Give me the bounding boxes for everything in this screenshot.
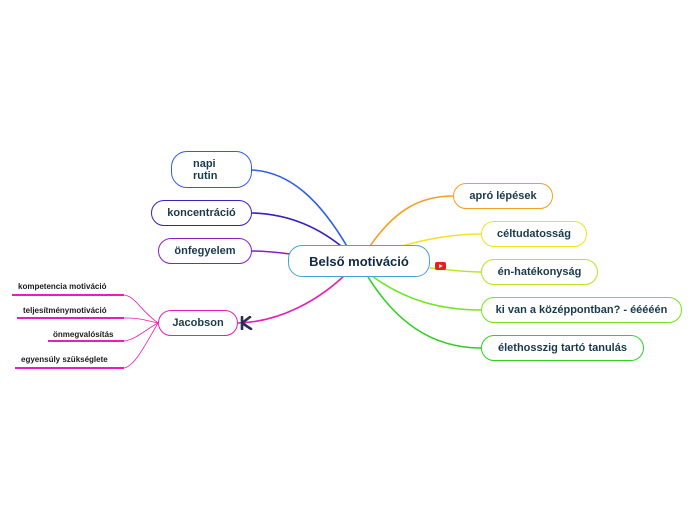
connector-teljesitmeny (123, 317, 159, 324)
subtopic-teljesitmeny-label: teljesítménymotiváció (23, 306, 107, 315)
connector-kozeppont (371, 275, 482, 311)
k-logo-icon[interactable] (240, 315, 253, 335)
topic-onfegyelem[interactable]: önfegyelem (158, 238, 252, 264)
topic-elethosszig-label: élethosszig tartó tanulás (498, 342, 627, 354)
topic-en-hatekonysag[interactable]: én-hatékonyság (481, 259, 598, 285)
connector-onfegyelem (251, 250, 291, 255)
connector-egyensuly (123, 322, 159, 369)
subtopic-onmegvalositas[interactable]: önmegvalósítás (53, 330, 113, 339)
topic-koncentracio[interactable]: koncentráció (151, 200, 252, 226)
topic-onfegyelem-label: önfegyelem (174, 245, 236, 257)
central-topic[interactable]: Belső motiváció (288, 245, 430, 277)
topic-apro-lepesek-label: apró lépések (469, 190, 537, 202)
subtopic-kompetencia-label: kompetencia motiváció (18, 282, 107, 291)
subtopic-kompetencia-motivacio[interactable]: kompetencia motiváció (18, 282, 106, 291)
topic-jacobson-label: Jacobson (172, 317, 224, 329)
topic-apro-lepesek[interactable]: apró lépések (453, 183, 553, 209)
subtopic-egyensuly-szukseglete[interactable]: egyensúly szükséglete (21, 355, 108, 364)
topic-celtudatossag[interactable]: céltudatosság (481, 221, 587, 247)
connector-elethosszig (367, 276, 482, 349)
subtopic-onmegvalositas-label: önmegvalósítás (53, 330, 114, 339)
topic-napi-rutin-line1: napi (193, 157, 216, 170)
connector-en-hatekonysag (429, 267, 482, 273)
connector-koncentracio (251, 212, 347, 251)
topic-kozeppont-label: ki van a középpontban? - ééééén (495, 304, 668, 316)
connector-celtudatossag (401, 233, 482, 247)
topic-napi-rutin-line2: rutin (193, 169, 218, 182)
topic-jacobson[interactable]: Jacobson (158, 310, 238, 336)
central-topic-label: Belső motiváció (309, 253, 409, 269)
connector-jacobson (237, 271, 349, 324)
topic-koncentracio-label: koncentráció (167, 207, 236, 219)
topic-elethosszig[interactable]: élethosszig tartó tanulás (481, 335, 644, 361)
connector-apro-lepesek (369, 195, 454, 247)
connector-kompetencia (123, 294, 159, 324)
topic-celtudatossag-label: céltudatosság (497, 228, 571, 240)
connector-napi-rutin (251, 169, 349, 249)
connector-onmegvalositas (123, 322, 159, 342)
youtube-icon[interactable] (435, 257, 446, 275)
subtopic-teljesitmenymotivacio[interactable]: teljesítménymotiváció (23, 306, 107, 315)
topic-en-hatekonysag-label: én-hatékonyság (497, 266, 582, 278)
subtopic-egyensuly-label: egyensúly szükséglete (21, 355, 108, 364)
topic-kozeppont[interactable]: ki van a középpontban? - ééééén (481, 297, 682, 323)
topic-napi-rutin[interactable]: napi rutin (171, 151, 252, 188)
